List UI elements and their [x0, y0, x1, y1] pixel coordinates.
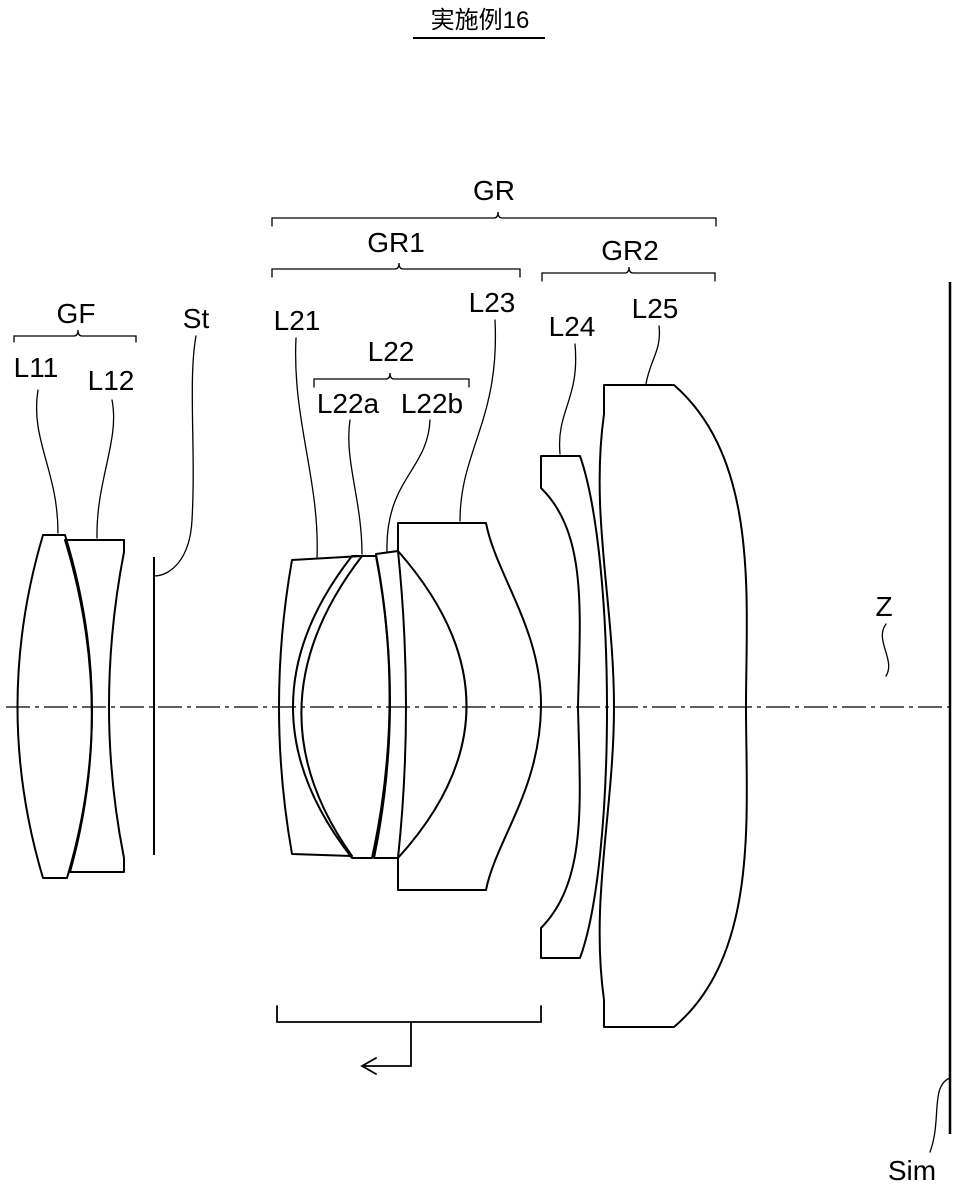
label-l22: L22: [368, 336, 415, 367]
label-l11: L11: [14, 352, 59, 383]
label-gr1: GR1: [367, 227, 425, 258]
label-l22b: L22b: [401, 388, 463, 419]
leader-l24: [558, 343, 577, 455]
label-sim: Sim: [888, 1155, 936, 1186]
label-st: St: [183, 303, 210, 334]
label-l12: L12: [88, 365, 135, 396]
leader-l12: [96, 399, 115, 539]
label-l25: L25: [632, 293, 679, 324]
leader-l23: [459, 319, 497, 522]
lens-l25: [598, 384, 748, 1028]
lens-l23: [397, 522, 543, 891]
label-gr: GR: [473, 175, 515, 206]
lens-l24: [540, 455, 608, 959]
leader-l22b: [386, 419, 431, 553]
label-gf: GF: [57, 298, 96, 329]
lens-l21: [278, 555, 363, 857]
label-l24: L24: [549, 311, 596, 342]
brace-gr: [271, 211, 717, 227]
leader-l11: [35, 389, 59, 534]
brace-gf: [13, 329, 137, 343]
leader-l25: [645, 325, 661, 385]
label-gr2: GR2: [601, 235, 659, 266]
leader-sim: [929, 1077, 951, 1153]
label-z: Z: [875, 591, 892, 622]
brace-l22: [313, 372, 470, 388]
leader-st: [153, 335, 197, 577]
lens-l12: [64, 539, 125, 873]
diagram-title: 実施例16: [431, 7, 530, 34]
label-l23: L23: [469, 287, 516, 318]
lens-l22b: [373, 550, 407, 859]
brace-gr2: [541, 266, 716, 282]
leader-l21: [294, 337, 318, 559]
label-l22a: L22a: [317, 388, 380, 419]
movement-arrow: [360, 1021, 412, 1075]
movement-bracket: [276, 1005, 542, 1023]
label-l21: L21: [274, 305, 321, 336]
brace-gr1: [271, 262, 521, 278]
leader-l22a: [348, 419, 363, 555]
leader-z: [881, 623, 890, 677]
